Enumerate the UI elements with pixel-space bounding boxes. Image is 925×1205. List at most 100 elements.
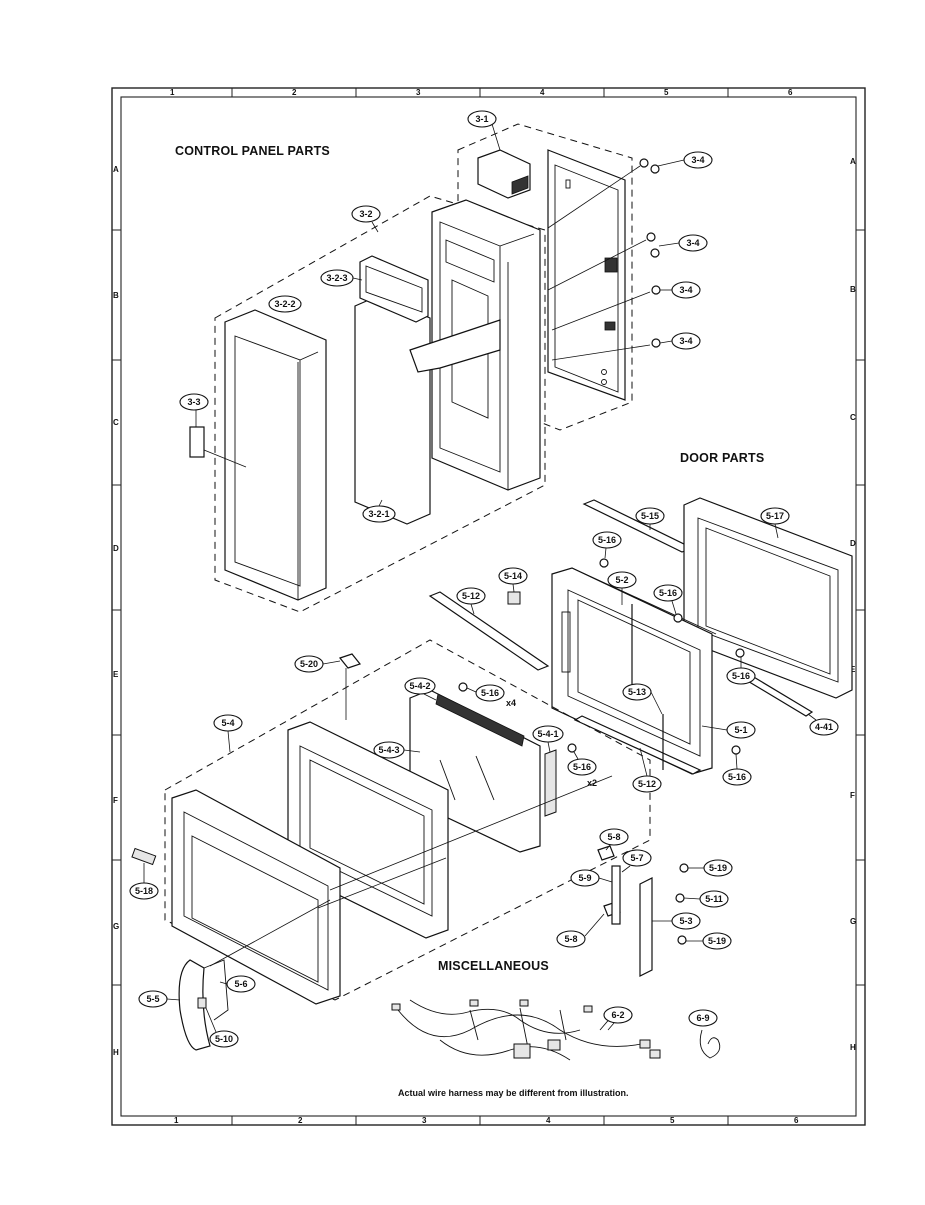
- row-label: B: [850, 285, 856, 294]
- row-label: E: [850, 665, 856, 674]
- callout-3-4: 3-4: [671, 332, 701, 350]
- callout-5-16: 5-16: [567, 758, 597, 776]
- callout-3-2-1: 3-2-1: [362, 505, 396, 523]
- section-title-misc: MISCELLANEOUS: [438, 959, 549, 973]
- door-front-panel: [171, 789, 341, 1005]
- svg-text:5-13: 5-13: [628, 687, 646, 697]
- callout-5-18: 5-18: [129, 882, 159, 900]
- callout-5-5: 5-5: [138, 990, 168, 1008]
- svg-text:5-3: 5-3: [679, 916, 692, 926]
- svg-text:5-10: 5-10: [215, 1034, 233, 1044]
- svg-text:4-41: 4-41: [815, 722, 833, 732]
- callout-5-20: 5-20: [294, 655, 324, 673]
- grid-labels: 1 2 3 4 5 6 1 2 3 4 5 6 A B C D E F G H …: [113, 88, 856, 1125]
- callout-5-4-2: 5-4-2: [404, 677, 436, 695]
- callout-5-16: 5-16: [653, 584, 683, 602]
- svg-text:3-4: 3-4: [679, 336, 692, 346]
- col-label: 3: [422, 1116, 427, 1125]
- callout-5-16: 5-16: [722, 768, 752, 786]
- svg-text:5-14: 5-14: [504, 571, 522, 581]
- row-label: F: [850, 791, 855, 800]
- row-label: A: [113, 165, 119, 174]
- callout-5-12: 5-12: [632, 775, 662, 793]
- section-title-control-panel: CONTROL PANEL PARTS: [175, 144, 330, 158]
- col-label: 2: [292, 88, 297, 97]
- svg-text:5-4: 5-4: [221, 718, 234, 728]
- section-title-door: DOOR PARTS: [680, 451, 764, 465]
- callout-6-9: 6-9: [688, 1009, 718, 1027]
- callout-5-13: 5-13: [622, 683, 652, 701]
- callout-5-10: 5-10: [209, 1030, 239, 1048]
- svg-text:5-19: 5-19: [708, 936, 726, 946]
- svg-text:5-8: 5-8: [607, 832, 620, 842]
- svg-text:3-4: 3-4: [686, 238, 699, 248]
- callout-5-19: 5-19: [702, 932, 732, 950]
- callout-5-3: 5-3: [671, 912, 701, 930]
- svg-text:3-1: 3-1: [475, 114, 488, 124]
- svg-text:5-4-3: 5-4-3: [378, 745, 399, 755]
- callout-5-16: 5-16: [592, 531, 622, 549]
- connector-3-1: [477, 149, 531, 199]
- svg-text:5-18: 5-18: [135, 886, 153, 896]
- svg-text:5-11: 5-11: [705, 894, 723, 904]
- callout-4-41: 4-41: [809, 718, 839, 736]
- badge-3-3: [189, 426, 205, 458]
- svg-text:5-16: 5-16: [659, 588, 677, 598]
- svg-text:3-4: 3-4: [691, 155, 704, 165]
- svg-text:5-9: 5-9: [578, 873, 591, 883]
- svg-text:3-4: 3-4: [679, 285, 692, 295]
- row-label: A: [850, 157, 856, 166]
- svg-text:5-16: 5-16: [732, 671, 750, 681]
- wire-tie: [699, 1029, 721, 1059]
- callout-5-15: 5-15: [635, 507, 665, 525]
- svg-text:5-16: 5-16: [598, 535, 616, 545]
- callout-5-16: 5-16: [475, 684, 505, 702]
- svg-text:5-12: 5-12: [462, 591, 480, 601]
- svg-text:5-15: 5-15: [641, 511, 659, 521]
- group-outline-5-4: [164, 639, 651, 1001]
- svg-text:5-8: 5-8: [564, 934, 577, 944]
- door-rail-5-12: [428, 591, 550, 671]
- latch-hook-assembly: [597, 845, 689, 977]
- svg-text:5-19: 5-19: [709, 863, 727, 873]
- col-label: 6: [794, 1116, 799, 1125]
- row-label: G: [850, 917, 856, 926]
- callout-5-6: 5-6: [226, 975, 256, 993]
- callout-3-4: 3-4: [671, 281, 701, 299]
- svg-text:5-4-1: 5-4-1: [537, 729, 558, 739]
- callout-5-2: 5-2: [607, 571, 637, 589]
- screws-3-4: [547, 158, 661, 361]
- quantity-x4: x4: [506, 698, 516, 708]
- callout-3-2-2: 3-2-2: [268, 295, 302, 313]
- callout-5-8: 5-8: [599, 828, 629, 846]
- svg-text:5-16: 5-16: [728, 772, 746, 782]
- group-outline-3-2: [214, 195, 546, 613]
- callout-5-12: 5-12: [456, 587, 486, 605]
- callout-5-7: 5-7: [622, 849, 652, 867]
- col-label: 1: [174, 1116, 179, 1125]
- row-label: B: [113, 291, 119, 300]
- callout-5-8: 5-8: [556, 930, 586, 948]
- svg-text:3-3: 3-3: [187, 397, 200, 407]
- quantity-x2: x2: [587, 778, 597, 788]
- row-label: D: [850, 539, 856, 548]
- callout-5-9: 5-9: [570, 869, 600, 887]
- callout-5-14: 5-14: [498, 567, 528, 585]
- callout-6-2: 6-2: [603, 1006, 633, 1024]
- escutcheon-frame: [224, 309, 327, 601]
- svg-text:6-9: 6-9: [696, 1013, 709, 1023]
- svg-text:5-5: 5-5: [146, 994, 159, 1004]
- row-label: D: [113, 544, 119, 553]
- col-label: 3: [416, 88, 421, 97]
- row-label: G: [113, 922, 119, 931]
- row-label: H: [850, 1043, 856, 1052]
- outer-border: [111, 87, 866, 1126]
- col-label: 2: [298, 1116, 303, 1125]
- display-window: [359, 255, 429, 323]
- door-screws: [458, 558, 745, 755]
- svg-text:3-2: 3-2: [359, 209, 372, 219]
- callout-3-4: 3-4: [678, 234, 708, 252]
- col-label: 5: [670, 1116, 675, 1125]
